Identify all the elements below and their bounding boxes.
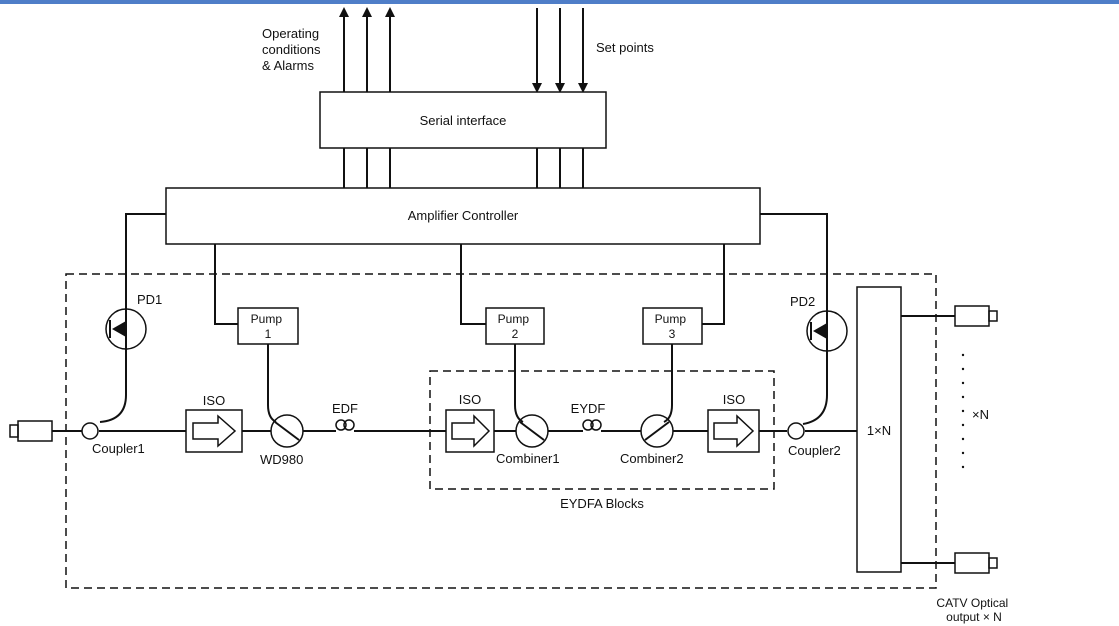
coupler2 bbox=[787, 422, 805, 440]
iso2-isolator bbox=[445, 409, 495, 453]
pump1-label: Pump 1 bbox=[251, 312, 286, 341]
iso1-label: ISO bbox=[203, 393, 225, 408]
iso3-isolator bbox=[707, 409, 760, 453]
times-n-label: ×N bbox=[972, 407, 989, 422]
serial-interface-box bbox=[319, 91, 607, 149]
combiner1 bbox=[515, 414, 549, 448]
output-arrows bbox=[339, 7, 395, 92]
splitter-output-lines bbox=[901, 315, 955, 564]
catv-output-label: CATV Optical output × N bbox=[936, 596, 1011, 624]
set-points-label: Set points bbox=[596, 40, 654, 55]
pump2-feed bbox=[514, 344, 524, 423]
splitter-box bbox=[856, 286, 902, 573]
pump2-label: Pump 2 bbox=[498, 312, 533, 341]
eydfa-blocks-label: EYDFA Blocks bbox=[560, 496, 644, 511]
pump3-box bbox=[642, 307, 703, 345]
iso2-label: ISO bbox=[459, 392, 481, 407]
pd2-photodiode bbox=[806, 310, 848, 352]
wd980-coupler bbox=[270, 414, 304, 448]
input-connector bbox=[9, 420, 53, 442]
iso3-label: ISO bbox=[723, 392, 745, 407]
edf-label: EDF bbox=[332, 401, 358, 416]
edf-fiber-coil bbox=[335, 419, 355, 431]
coupler1-label: Coupler1 bbox=[92, 441, 145, 456]
wd980-label: WD980 bbox=[260, 452, 303, 467]
iso1-isolator bbox=[185, 409, 243, 453]
coupler2-label: Coupler2 bbox=[788, 443, 841, 458]
splitter-label: 1×N bbox=[867, 423, 891, 438]
pump3-feed bbox=[663, 344, 673, 423]
amplifier-controller-box bbox=[165, 187, 761, 245]
serial-interface-label: Serial interface bbox=[420, 113, 507, 128]
pd2-tap-line bbox=[802, 351, 828, 425]
combiner2-label: Combiner2 bbox=[620, 451, 684, 466]
operating-conditions-label: Operating conditions & Alarms bbox=[262, 26, 324, 73]
pd1-label: PD1 bbox=[137, 292, 162, 307]
controller-wires bbox=[125, 213, 828, 325]
amplifier-controller-label: Amplifier Controller bbox=[408, 208, 519, 223]
coupler1 bbox=[81, 422, 99, 440]
combiner2 bbox=[640, 414, 674, 448]
output-connector-bottom bbox=[954, 552, 998, 574]
outputs-ellipsis bbox=[961, 353, 965, 469]
header-bar bbox=[0, 0, 1119, 4]
combiner1-label: Combiner1 bbox=[496, 451, 560, 466]
pd1-photodiode bbox=[105, 308, 147, 350]
pump1-feed bbox=[267, 344, 277, 423]
serial-bus-lines bbox=[343, 148, 584, 188]
input-arrows bbox=[532, 8, 588, 93]
pd1-tap-line bbox=[99, 349, 127, 423]
output-connector-top bbox=[954, 305, 998, 327]
pd2-label: PD2 bbox=[790, 294, 815, 309]
eydf-label: EYDF bbox=[571, 401, 606, 416]
eydf-fiber-coil bbox=[582, 419, 602, 431]
pump3-label: Pump 3 bbox=[655, 312, 690, 341]
